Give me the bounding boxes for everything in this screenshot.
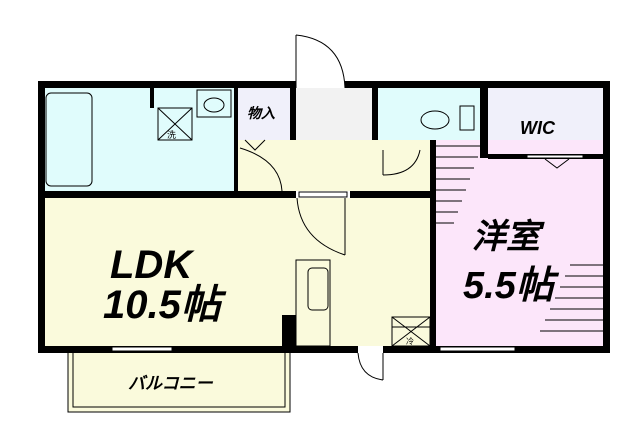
western-room-name-label: 洋室 (472, 218, 545, 256)
kitchen-counter (295, 259, 331, 347)
storage-label: 物入 (247, 105, 275, 121)
fixtures (45, 34, 570, 381)
western-room-area (436, 140, 603, 346)
bathroom-area (45, 88, 150, 191)
ldk-name-label: LDK (110, 243, 195, 287)
toilet-icon (420, 110, 450, 130)
washer-mark: 洗 (167, 129, 176, 140)
balcony-label: バルコニー (128, 374, 214, 393)
entrance-area (296, 88, 372, 140)
ldk-area (45, 198, 432, 346)
western-room-size-label: 5.5帖 (463, 265, 560, 307)
closet-hatch (436, 145, 603, 332)
hallway-area (238, 140, 432, 191)
toilet-area (376, 88, 480, 140)
wic-label: WIC (520, 118, 556, 138)
ldk-size-label: 10.5帖 (103, 283, 227, 327)
bathtub-icon (45, 92, 93, 187)
storage-area (238, 88, 292, 140)
sink-icon (196, 89, 232, 118)
fridge-mark: 冷 (406, 336, 414, 346)
kitchen-sink-icon (307, 267, 329, 311)
